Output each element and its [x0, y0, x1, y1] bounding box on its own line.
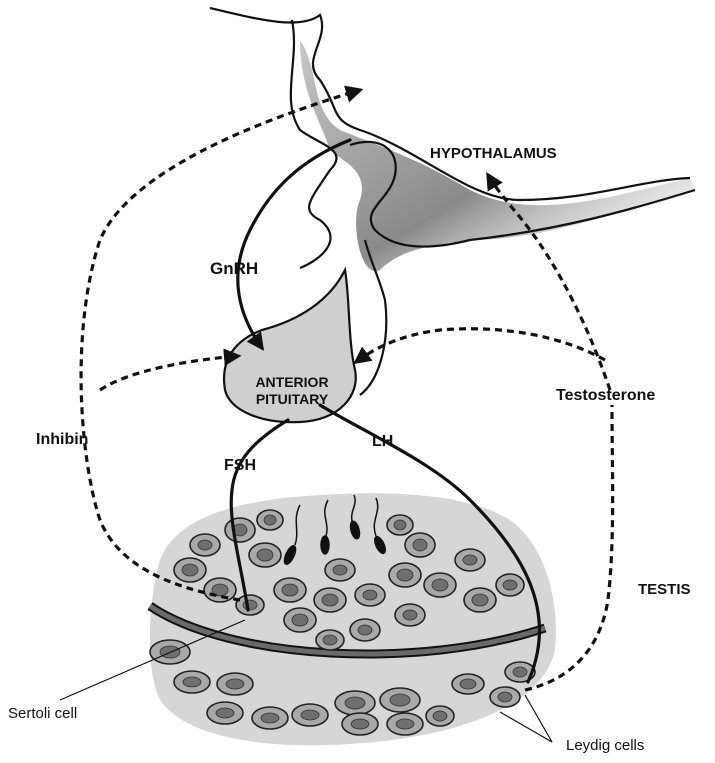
gnrh-label: GnRH [210, 259, 258, 278]
sertoli-cell-label: Sertoli cell [8, 705, 77, 722]
hypothalamus-label: HYPOTHALAMUS [430, 145, 557, 162]
anterior-pituitary-label-line2: PITUITARY [256, 391, 329, 407]
fsh-label: FSH [224, 457, 256, 474]
lh-label: LH [372, 433, 393, 450]
testis-label: TESTIS [638, 581, 691, 598]
testosterone-to-pituitary-arrow [356, 329, 605, 362]
leydig-cells-label: Leydig cells [566, 737, 644, 754]
inhibin-to-pituitary-arrow [100, 356, 238, 390]
anterior-pituitary-label-line1: ANTERIOR [255, 374, 328, 390]
inhibin-label: Inhibin [36, 431, 88, 448]
testosterone-label: Testosterone [556, 387, 655, 404]
leydig-cells-pointer-1 [500, 712, 552, 742]
anterior-pituitary: ANTERIOR PITUITARY [224, 270, 356, 422]
leydig-cells-pointer-2 [525, 695, 552, 742]
